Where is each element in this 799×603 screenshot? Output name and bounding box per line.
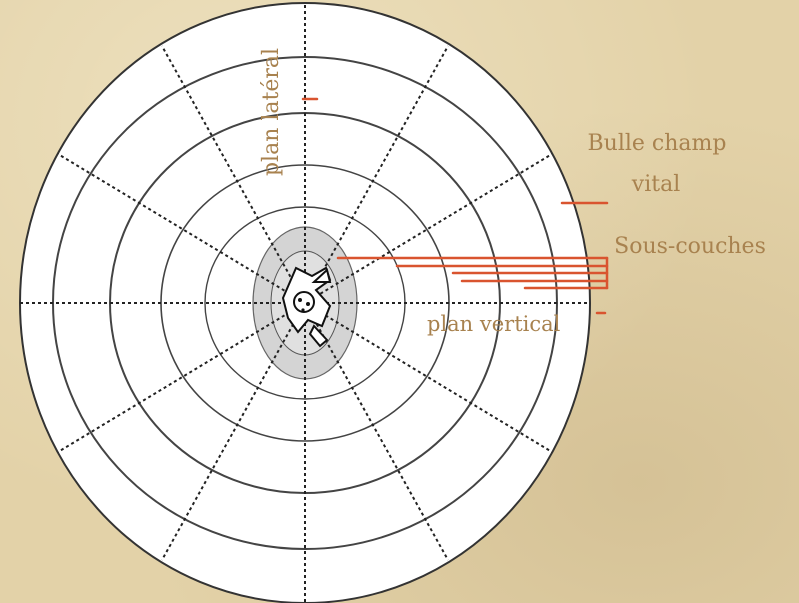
plan-vertical-label: plan vertical xyxy=(427,312,561,336)
bulle-champ-vital-label-line2: vital xyxy=(631,172,680,197)
sous-couches-label: Sous-couches xyxy=(614,234,766,259)
plan-lateral-label: plan latéral xyxy=(259,48,284,176)
bulle-champ-vital-label-line1: Bulle champ xyxy=(588,131,727,156)
